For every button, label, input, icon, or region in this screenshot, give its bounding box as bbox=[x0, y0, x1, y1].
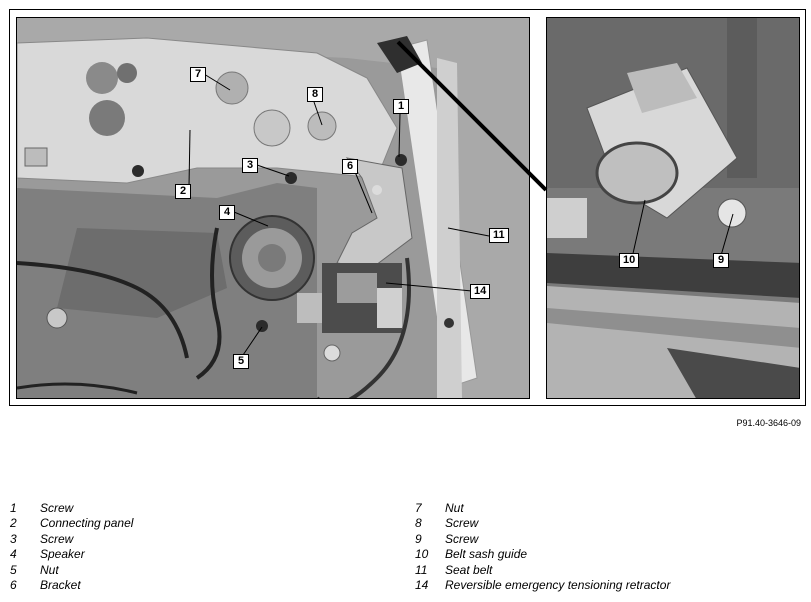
legend-label: Bracket bbox=[40, 577, 81, 592]
legend-number: 3 bbox=[10, 531, 17, 546]
legend-item: 11 Seat belt bbox=[415, 563, 670, 578]
legend-item: 1 Screw bbox=[10, 501, 133, 516]
legend-number: 2 bbox=[10, 516, 17, 531]
legend-item: 3 Screw bbox=[10, 532, 133, 547]
legend-label: Screw bbox=[445, 516, 479, 531]
door-interior-photo bbox=[16, 17, 530, 399]
callout-5: 5 bbox=[233, 354, 249, 369]
legend-number: 11 bbox=[415, 562, 428, 577]
legend-label: Nut bbox=[40, 562, 59, 577]
legend-label: Screw bbox=[445, 531, 479, 546]
belt-sash-guide-illustration bbox=[547, 18, 799, 398]
legend-number: 5 bbox=[10, 562, 17, 577]
legend-label: Speaker bbox=[40, 547, 85, 562]
legend-item: 4 Speaker bbox=[10, 547, 133, 562]
legend-label: Seat belt bbox=[445, 562, 493, 577]
legend-number: 7 bbox=[415, 501, 422, 515]
door-interior-illustration bbox=[17, 18, 529, 398]
legend-label: Reversible emergency tensioning retracto… bbox=[445, 577, 671, 592]
figure-id: P91.40-3646-09 bbox=[736, 418, 801, 428]
callout-1: 1 bbox=[393, 99, 409, 114]
callout-9: 9 bbox=[713, 253, 729, 268]
callout-7: 7 bbox=[190, 67, 206, 82]
legend-label: Nut bbox=[445, 501, 464, 515]
legend-item: 5 Nut bbox=[10, 563, 133, 578]
legend-number: 4 bbox=[10, 547, 17, 562]
legend-label: Belt sash guide bbox=[445, 547, 528, 562]
callout-4: 4 bbox=[219, 205, 235, 220]
legend-item: 14 Reversible emergency tensioning retrac… bbox=[415, 578, 670, 593]
legend-label: Screw bbox=[40, 531, 74, 546]
legend-item: 2 Connecting panel bbox=[10, 516, 133, 531]
legend-number: 6 bbox=[10, 577, 17, 592]
legend-number: 10 bbox=[415, 547, 429, 562]
callout-2: 2 bbox=[175, 184, 191, 199]
legend-label: Screw bbox=[40, 501, 74, 515]
callout-3: 3 bbox=[242, 158, 258, 173]
legend-number: 9 bbox=[415, 531, 422, 546]
legend-number: 1 bbox=[10, 501, 17, 515]
callout-14: 14 bbox=[470, 284, 491, 299]
legend-item: 6 Bracket bbox=[10, 578, 133, 593]
legend-label: Connecting panel bbox=[40, 516, 134, 531]
legend-number: 8 bbox=[415, 516, 422, 531]
legend-item: 10 Belt sash guide bbox=[415, 547, 670, 562]
callout-11: 11 bbox=[489, 228, 509, 243]
callout-6: 6 bbox=[342, 159, 358, 174]
legend-item: 8 Screw bbox=[415, 516, 670, 531]
belt-sash-guide-photo bbox=[546, 17, 800, 399]
callout-10: 10 bbox=[619, 253, 640, 268]
callout-8: 8 bbox=[307, 87, 323, 102]
legend-item: 9 Screw bbox=[415, 532, 670, 547]
legend-item: 7 Nut bbox=[415, 501, 670, 516]
legend-number: 14 bbox=[415, 577, 429, 592]
